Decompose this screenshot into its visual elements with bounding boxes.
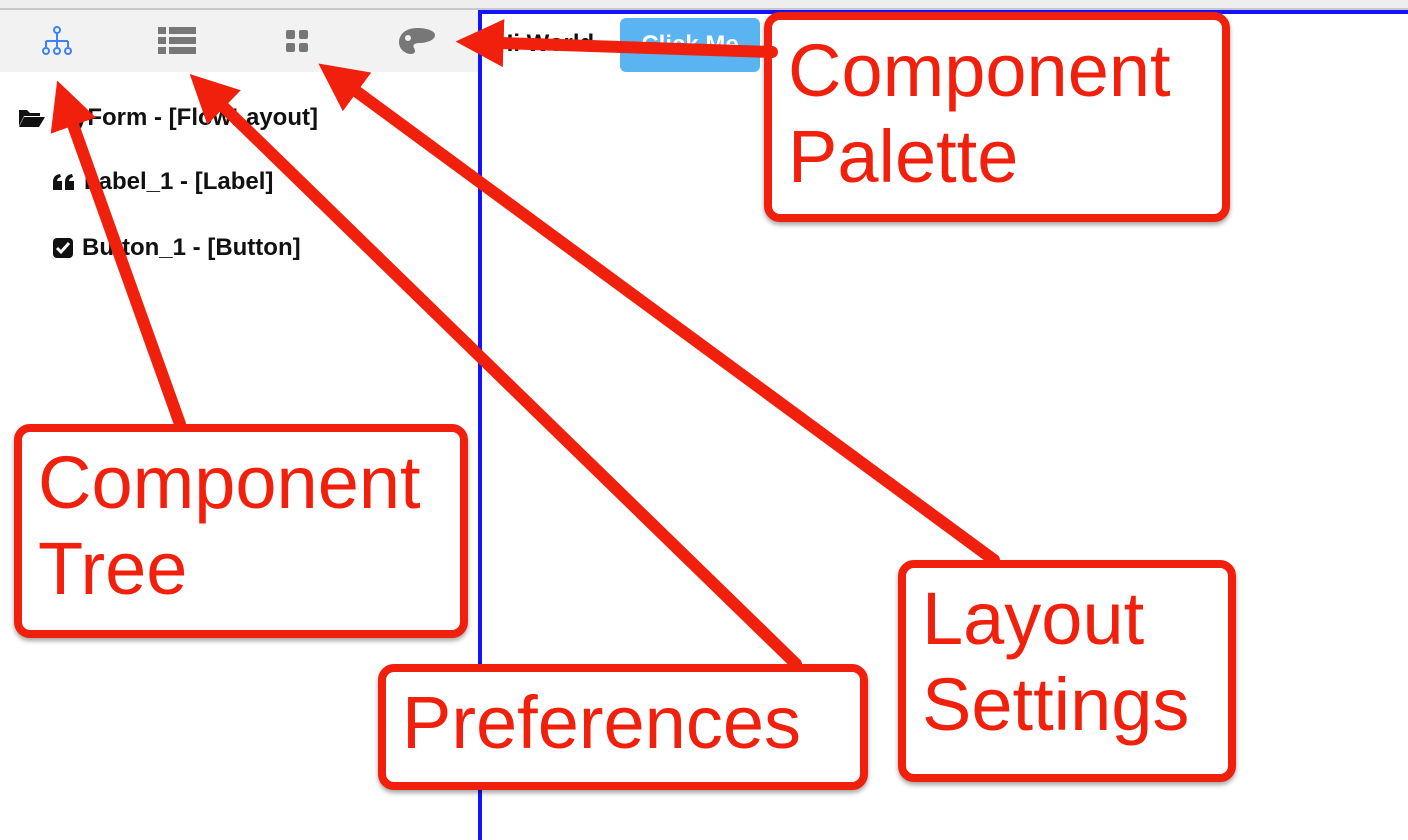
th-icon (286, 30, 308, 52)
list-icon (158, 27, 196, 54)
callout-text: Component (788, 29, 1171, 112)
tree-item-label-1[interactable]: Label_1 - [Label] (52, 168, 273, 196)
tree-item-button-1[interactable]: Button_1 - [Button] (52, 234, 301, 262)
component-tree-button[interactable] (32, 18, 82, 64)
layout-settings-button[interactable] (272, 18, 322, 64)
canvas-label[interactable]: Hi World (496, 30, 595, 57)
callout-text: Preferences (402, 681, 801, 764)
tree-item-label: Label_1 - [Label] (84, 168, 274, 195)
sitemap-icon (42, 26, 72, 55)
callout-component-palette: Component Palette (764, 12, 1230, 222)
check-square-icon (53, 238, 73, 258)
canvas-button[interactable]: Click Me (620, 18, 760, 72)
tree-item-root[interactable]: MyForm - [FlowLayout] (18, 104, 318, 132)
component-palette-button[interactable] (392, 18, 442, 64)
tree-item-label: Button_1 - [Button] (82, 234, 301, 261)
palette-icon (399, 28, 435, 54)
quote-icon (53, 174, 74, 190)
callout-preferences: Preferences (378, 664, 868, 790)
callout-text: Palette (788, 115, 1019, 198)
callout-text: Tree (38, 527, 188, 610)
callout-text: Component (38, 441, 421, 524)
folder-open-icon (19, 110, 45, 127)
callout-text: Layout (922, 577, 1145, 660)
panel-toolbar (0, 10, 478, 72)
callout-layout-settings: Layout Settings (898, 560, 1236, 782)
window-top-edge (0, 0, 1408, 10)
callout-text: Settings (922, 663, 1190, 746)
preferences-button[interactable] (152, 18, 202, 64)
tree-item-label: MyForm - [FlowLayout] (54, 104, 318, 131)
callout-component-tree: Component Tree (14, 424, 468, 638)
